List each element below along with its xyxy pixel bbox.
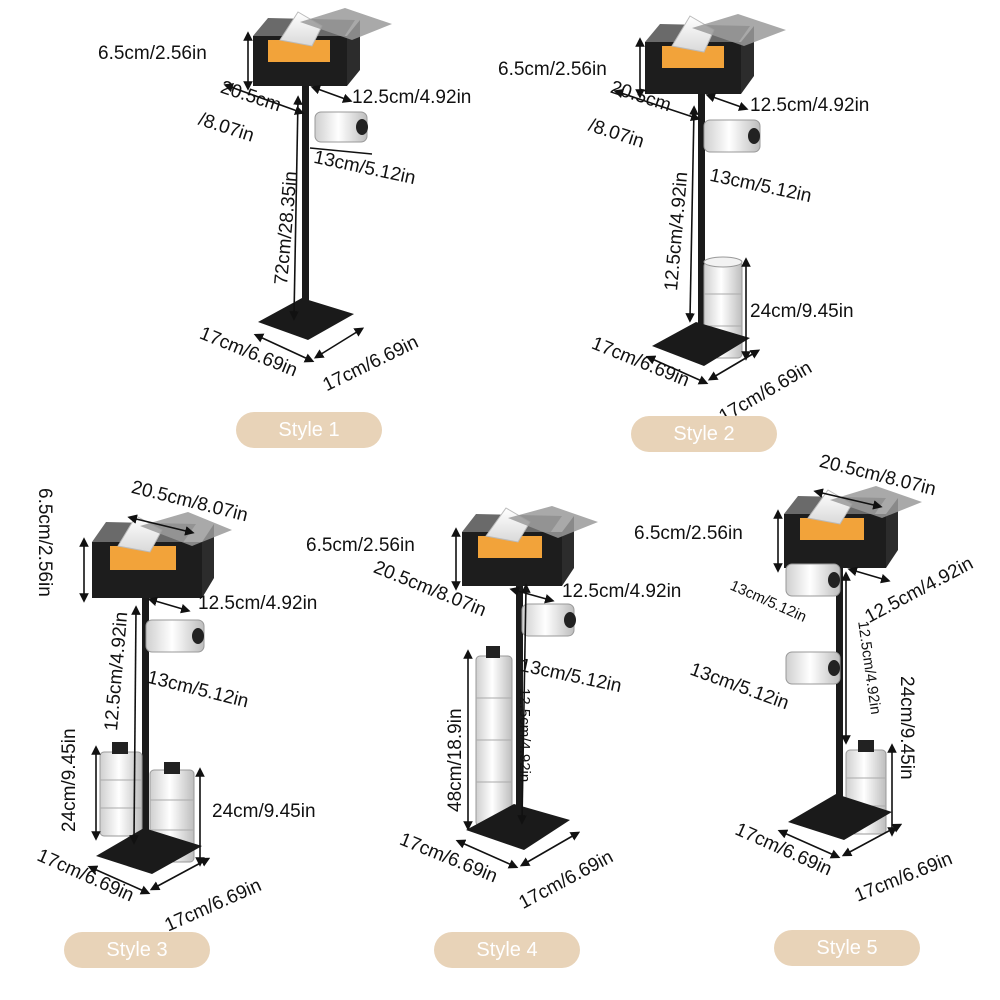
toilet-roll-middle — [785, 651, 841, 685]
stack-right-label: 24cm/9.45in — [212, 801, 316, 822]
style-5-product-drawing — [773, 486, 922, 859]
toilet-roll — [521, 603, 576, 637]
style-4-panel: 6.5cm/2.56in 20.5cm/8.07in 12.5cm/4.92in… — [300, 460, 682, 1000]
pole — [836, 568, 843, 816]
box-height-label: 6.5cm/2.56in — [634, 523, 743, 544]
box-height-label: 6.5cm/2.56in — [98, 43, 207, 64]
pole — [142, 598, 149, 846]
style-2-product-drawing — [613, 14, 786, 385]
tissue-box — [645, 14, 786, 94]
base — [788, 794, 892, 840]
stack-left-label: 24cm/9.45in — [59, 728, 80, 832]
box-depth-label: 12.5cm/4.92in — [750, 95, 870, 116]
toilet-roll-top — [785, 563, 841, 597]
style-2-badge[interactable]: Style 2 — [631, 416, 777, 452]
base — [258, 298, 354, 340]
style-1-product-drawing — [223, 8, 392, 363]
style-4-product-drawing — [451, 506, 598, 869]
style-5-badge[interactable]: Style 5 — [774, 930, 920, 966]
style-1-panel: 6.5cm/2.56in 20.5cm /8.07in 12.5cm/4.92i… — [0, 0, 500, 460]
spare-roll-stack — [475, 646, 513, 827]
pole — [302, 86, 309, 318]
box-depth-label: 12.5cm/4.92in — [562, 581, 682, 602]
style-3-panel: 6.5cm/2.56in 20.5cm/8.07in 12.5cm/4.92in… — [0, 460, 360, 1000]
tissue-box — [784, 486, 922, 568]
stack-height-label: 48cm/18.9in — [445, 708, 466, 812]
stack-height-label: 24cm/9.45in — [750, 301, 854, 322]
toilet-roll — [703, 119, 761, 153]
style-3-product-drawing — [79, 512, 232, 895]
base — [466, 804, 570, 850]
toilet-roll — [145, 619, 205, 653]
stack-height-label: 24cm/9.45in — [896, 676, 917, 780]
style-3-badge[interactable]: Style 3 — [64, 932, 210, 968]
tissue-box — [462, 506, 598, 586]
box-height-label: 6.5cm/2.56in — [498, 59, 607, 80]
style-5-panel: 20.5cm/8.07in 6.5cm/2.56in 12.5cm/4.92in… — [634, 440, 1000, 1000]
box-height-label: 6.5cm/2.56in — [306, 535, 415, 556]
pole — [698, 94, 705, 326]
box-height-label: 6.5cm/2.56in — [34, 488, 55, 597]
style-1-badge[interactable]: Style 1 — [236, 412, 382, 448]
spare-roll-stack-left — [99, 742, 143, 837]
box-depth-label: 12.5cm/4.92in — [198, 593, 318, 614]
style-2-panel: 6.5cm/2.56in 20.5cm /8.07in 12.5cm/4.92i… — [498, 0, 1000, 460]
box-depth-label: 12.5cm/4.92in — [352, 87, 472, 108]
base — [96, 828, 202, 874]
base — [652, 322, 750, 366]
pole-height-label: 12.5cm/4.92in — [516, 688, 533, 783]
tissue-box — [253, 8, 392, 86]
style-4-badge[interactable]: Style 4 — [434, 932, 580, 968]
toilet-roll — [314, 111, 368, 143]
